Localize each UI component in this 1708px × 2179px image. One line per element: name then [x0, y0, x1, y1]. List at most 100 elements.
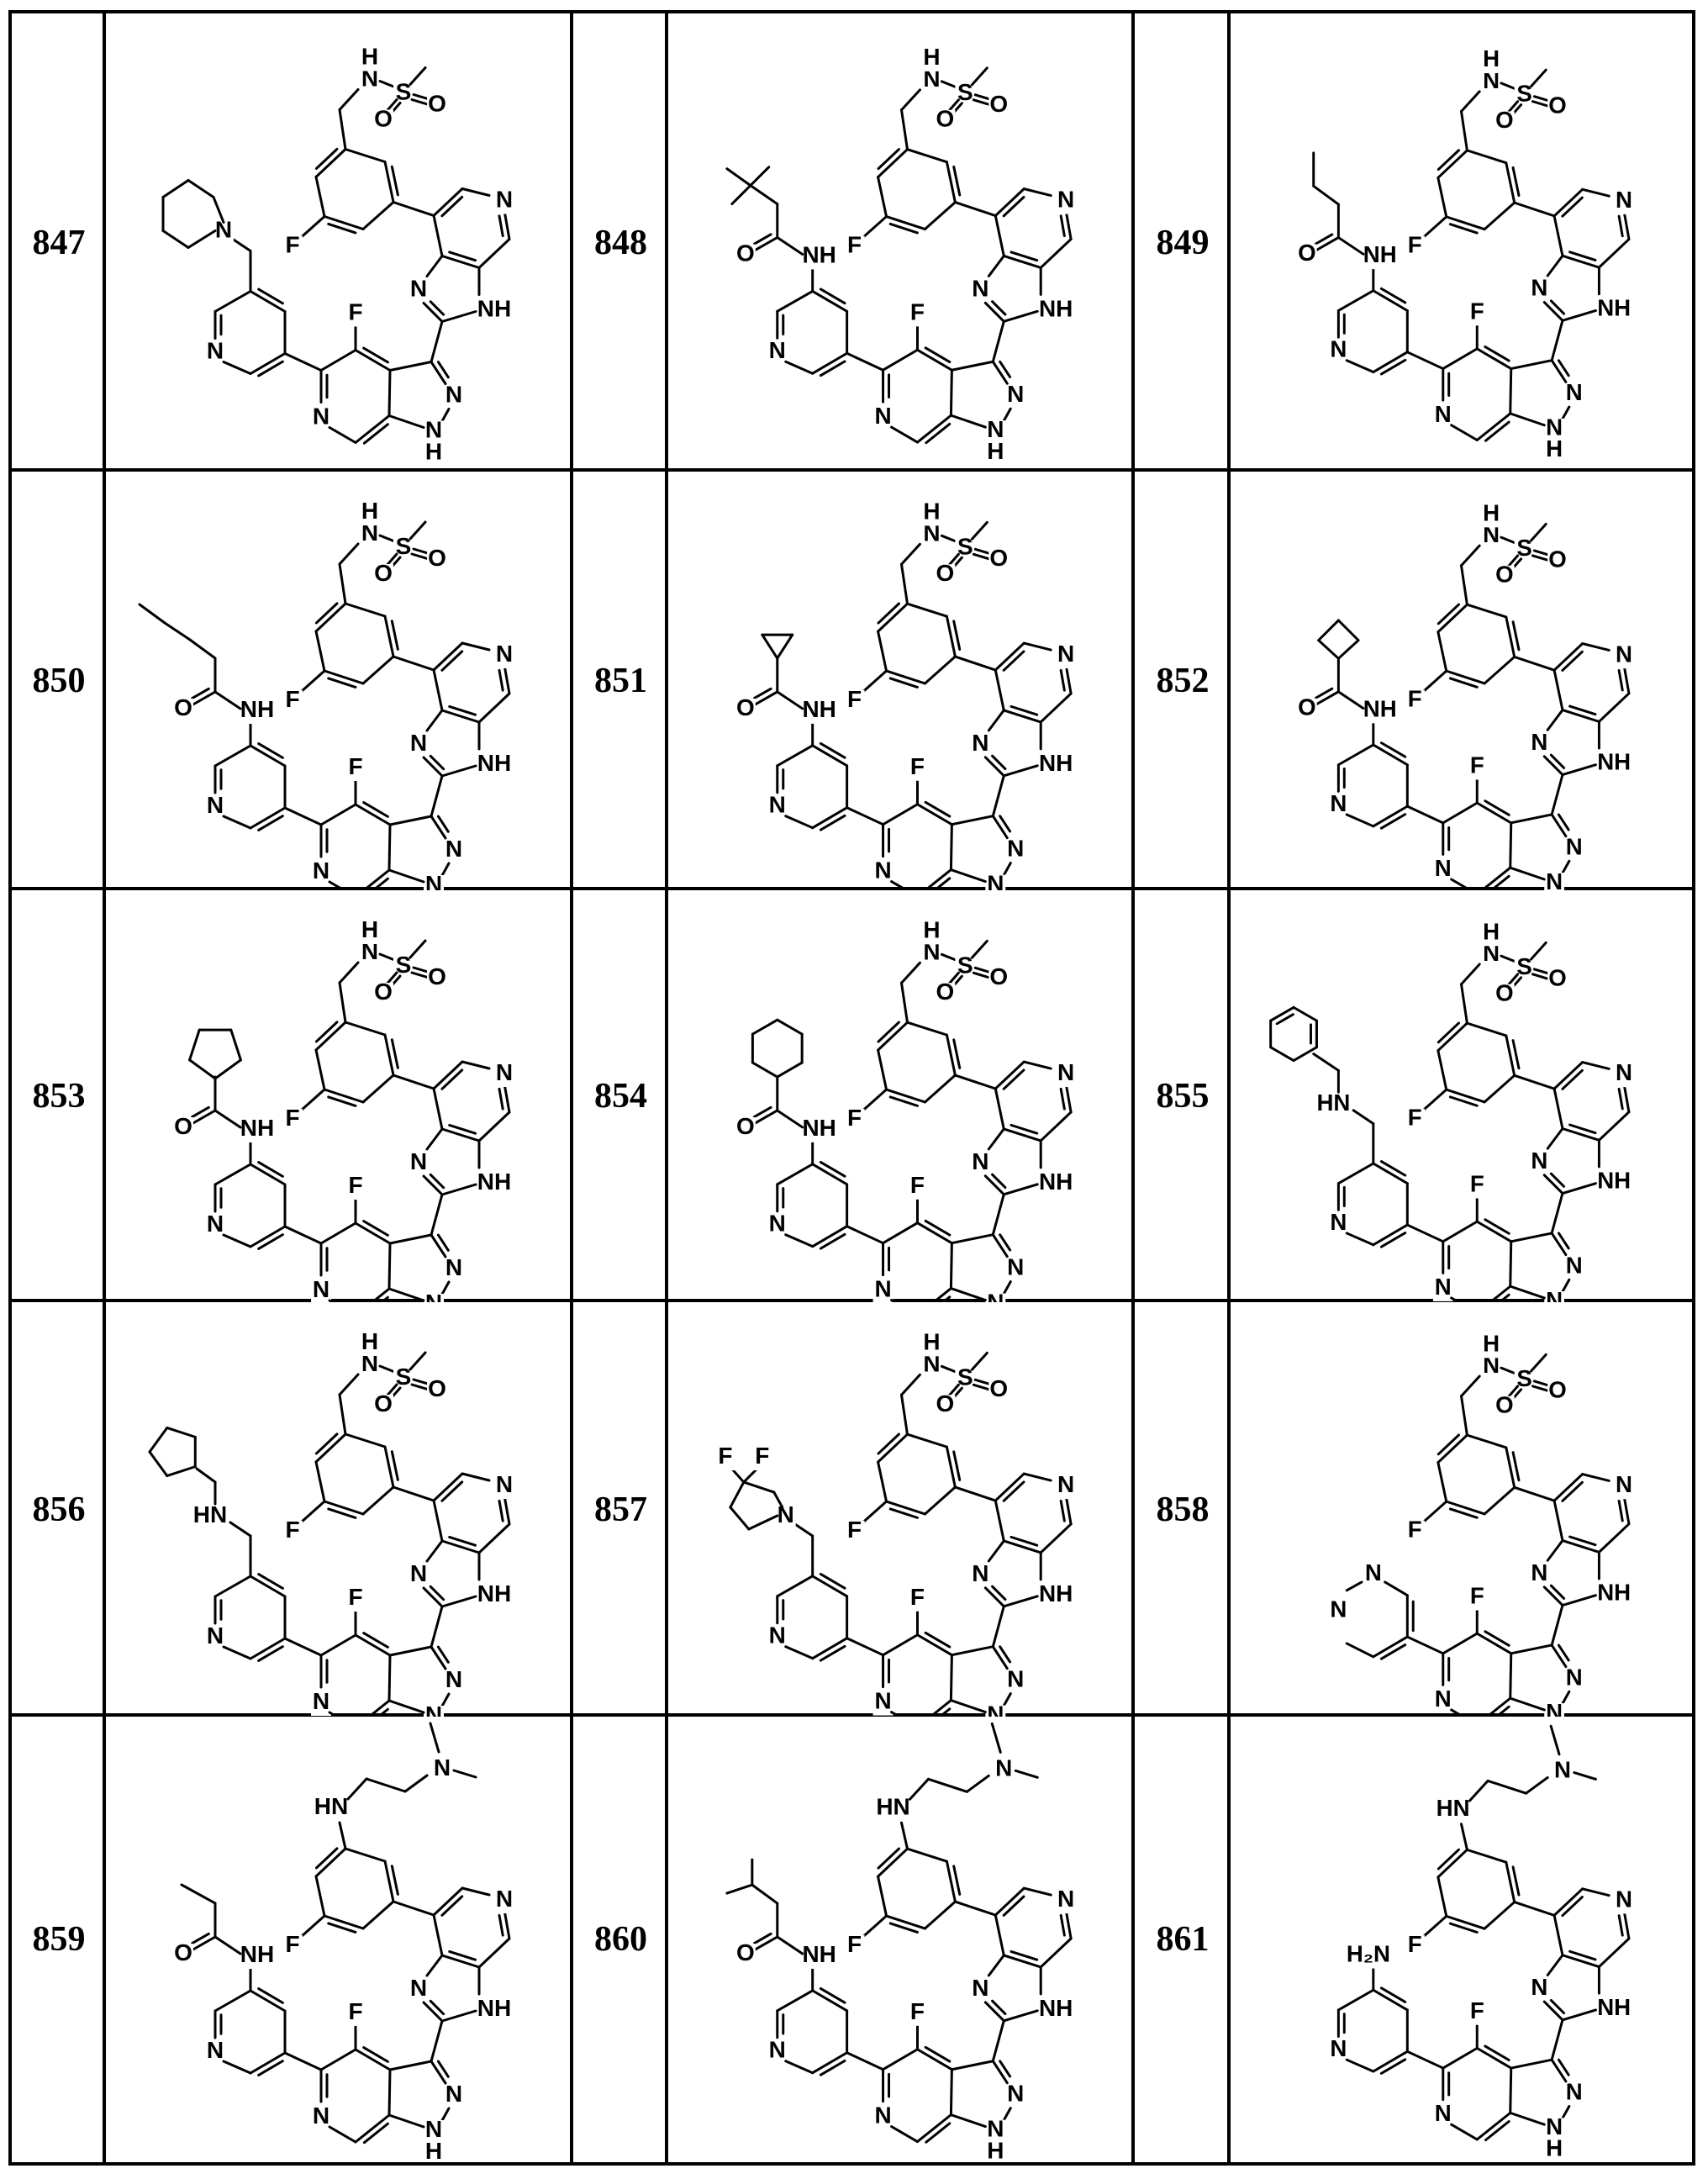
chemical-structure: NFFFNNNHNNHNFNHSOON: [714, 1328, 1077, 1751]
pyrazole-n-label: N: [1566, 2079, 1583, 2105]
structure-cell: HNFNNNHNNHNFNHSOON: [106, 1302, 573, 1751]
compound-number: 856: [32, 1490, 86, 1529]
fluoro-label: F: [1470, 1171, 1484, 1197]
pyrazole-nh-label: N: [1546, 868, 1563, 890]
imidazole-n-label: N: [410, 1560, 427, 1586]
amine-nh-label: HN: [876, 1793, 909, 1819]
imidazole-nh-label: NH: [1039, 750, 1073, 776]
pyridine-n-label: N: [207, 2037, 224, 2063]
pyrazole-nh-label: N: [1546, 1287, 1563, 1302]
column-divider: [103, 10, 106, 2166]
oxygen-label: O: [989, 545, 1008, 571]
row-divider: [8, 468, 1695, 472]
fluoro-label: F: [285, 1517, 299, 1543]
pyridine-n-label: N: [1330, 790, 1347, 816]
oxygen-label: O: [1495, 107, 1514, 133]
pyridine-n-label: N: [1330, 336, 1347, 362]
sulfonamide-h-label: H: [361, 1328, 378, 1354]
oxygen-label: O: [936, 560, 955, 586]
imidazole-nh-label: NH: [477, 1169, 511, 1195]
imidazole-n-label: N: [410, 730, 427, 756]
fluoro-label: F: [910, 1998, 925, 2024]
pyridine-n-label: N: [496, 187, 513, 213]
imidazole-n-label: N: [1531, 1974, 1547, 2000]
fluoro-label: F: [285, 232, 299, 258]
sulfur-label: S: [1516, 535, 1531, 561]
chemical-structure: HNFNNNHNNHNFNHSOON: [1269, 918, 1634, 1337]
pyrazole-h-label: H: [987, 2138, 1004, 2162]
oxygen-label: O: [374, 560, 393, 586]
sulfonamide-n-label: N: [923, 520, 940, 546]
pyridine-n-label: N: [874, 2102, 891, 2129]
fluoro-label: F: [348, 753, 362, 779]
column-divider: [1227, 10, 1231, 2166]
sulfonamide-h-label: H: [923, 44, 940, 70]
imidazole-n-label: N: [1531, 275, 1547, 301]
carbonyl-o-label: O: [736, 694, 755, 720]
compound-number: 857: [594, 1490, 647, 1529]
column-divider: [665, 10, 668, 2166]
compound-number: 850: [32, 662, 86, 700]
pyridine-n-label: N: [874, 403, 891, 429]
pyrazole-n-label: N: [445, 836, 462, 862]
compound-number: 859: [32, 1920, 86, 1959]
pyridine-n-label: N: [1435, 855, 1452, 881]
pyridine-n-label: N: [496, 641, 513, 667]
sulfonamide-h-label: H: [1483, 918, 1500, 944]
sulfur-label: S: [396, 79, 412, 105]
carbonyl-o-label: O: [174, 694, 192, 720]
pyrazole-n-label: N: [445, 1254, 462, 1280]
pyrazole-n-label: N: [1566, 1252, 1583, 1278]
sulfonamide-h-label: H: [361, 44, 378, 70]
pyridine-n-label: N: [769, 2037, 786, 2063]
pyridine-n-label: N: [769, 1622, 786, 1649]
imidazole-n-label: N: [972, 1560, 988, 1586]
pyridine-n-label: N: [207, 1622, 224, 1649]
amide-nh-label: NH: [240, 696, 274, 722]
fluoro-label: F: [910, 753, 925, 779]
pyrazole-n-label: N: [1566, 833, 1583, 859]
imidazole-nh-label: NH: [477, 1995, 511, 2021]
fluoro-label: F: [718, 1443, 732, 1469]
fluoro-label: F: [285, 1931, 299, 1957]
row-divider: [8, 1713, 1695, 1717]
row-divider: [8, 1299, 1695, 1302]
sulfur-label: S: [957, 533, 973, 559]
pyridine-n-label: N: [1330, 1209, 1347, 1235]
pyrazole-n-label: N: [1566, 379, 1583, 405]
row-divider: [8, 887, 1695, 890]
piperidine-n-label: N: [215, 217, 232, 243]
pyrazole-nh-label: N: [1546, 2113, 1563, 2139]
sulfonamide-n-label: N: [923, 938, 940, 964]
amide-nh-label: NH: [240, 1115, 274, 1141]
fluoro-label: F: [1470, 1997, 1484, 2023]
column-divider: [570, 10, 573, 2166]
compound-number: 848: [594, 223, 647, 262]
amine-nh2-label: H₂N: [1347, 1941, 1390, 1967]
sulfur-label: S: [957, 1364, 973, 1390]
pyrazole-h-label: H: [425, 439, 442, 465]
sulfonamide-h-label: H: [1483, 45, 1500, 71]
pyrazole-n-label: N: [445, 2081, 462, 2107]
carbonyl-o-label: O: [1298, 240, 1316, 266]
pyrazole-n-label: N: [1007, 1666, 1024, 1692]
sulfonamide-n-label: N: [361, 66, 378, 92]
fluoro-label: F: [1470, 752, 1484, 778]
amide-nh-label: NH: [802, 696, 836, 722]
oxygen-label: O: [1548, 546, 1567, 572]
structure-cell: FNNNHNNHNFNHSOONN: [1231, 1302, 1692, 1749]
oxygen-label: O: [1495, 1391, 1514, 1417]
pyrazole-nh-label: N: [425, 1702, 442, 1717]
fluoro-label: F: [1408, 231, 1422, 257]
compound-number: 852: [1156, 662, 1210, 700]
sulfonamide-h-label: H: [923, 916, 940, 942]
pyrazole-nh-label: N: [425, 2116, 442, 2142]
